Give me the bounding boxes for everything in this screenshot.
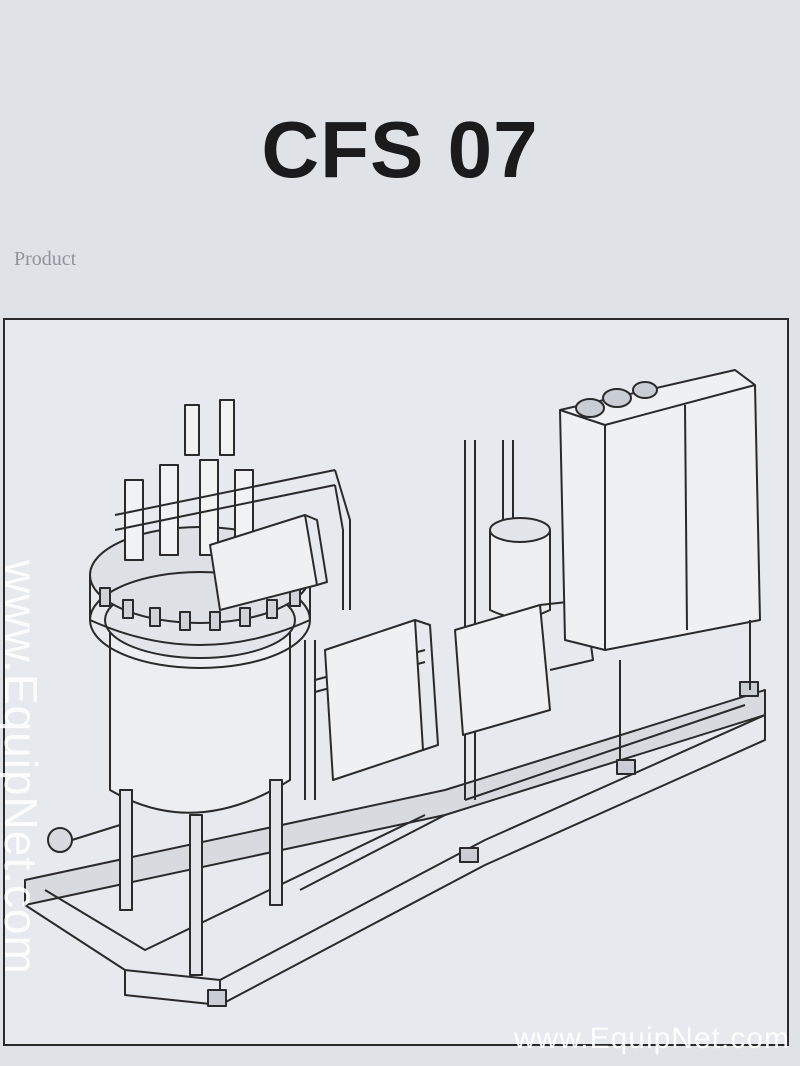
technical-drawing [3,318,789,1046]
watermark-text-vertical: www.EquipNet.com [0,560,47,975]
equipment-line-drawing [24,369,766,1007]
document-title: CFS 07 [261,105,539,194]
equipnet-watermark-horizontal: www.EquipNet.com [513,1022,790,1055]
equipnet-watermark-vertical: www.EquipNet.com [0,560,68,1060]
bleed-through-line-1 [0,4,800,22]
section-heading: Product [14,248,77,270]
